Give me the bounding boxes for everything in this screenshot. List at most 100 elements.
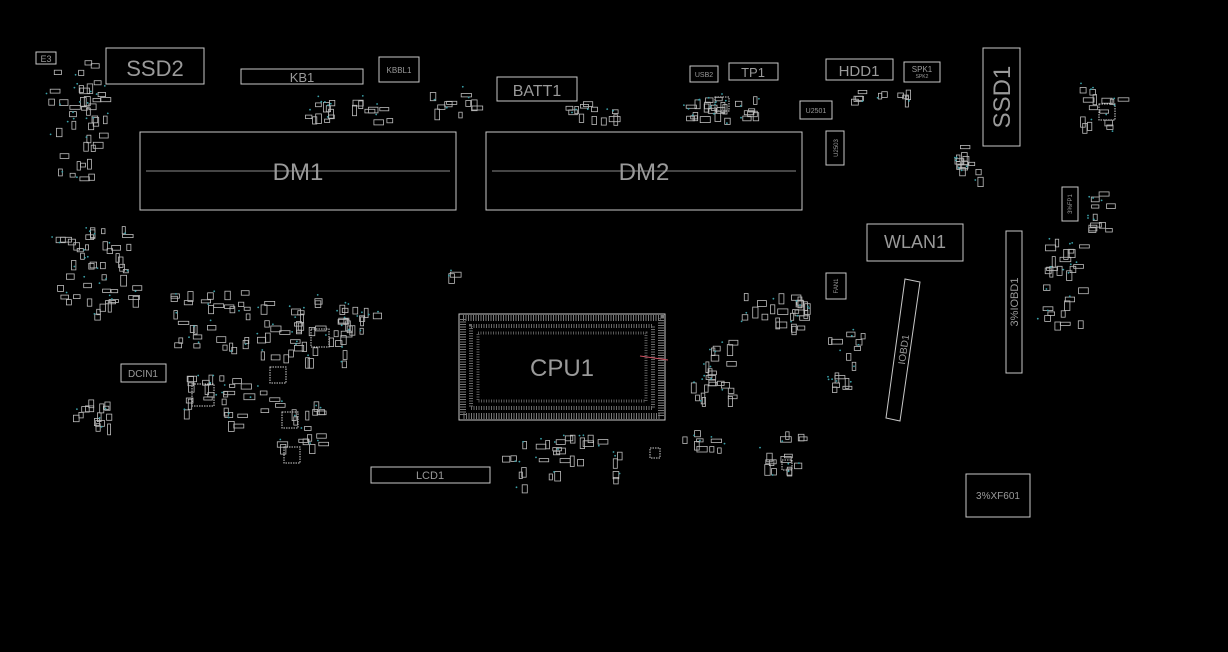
via-dot [212, 374, 215, 377]
smd-footprint [771, 468, 777, 476]
connector-e3[interactable]: E3 [35, 51, 57, 65]
smd-footprint [710, 354, 720, 362]
connector-lcd1[interactable]: LCD1 [370, 466, 491, 484]
smd-footprint [86, 298, 93, 307]
smd-footprint [83, 282, 92, 289]
connector-3-iobd1[interactable]: 3%IOBD1 [1005, 230, 1023, 374]
connector-ssd2[interactable]: SSD2 [105, 47, 205, 85]
smd-footprint [99, 132, 109, 139]
smd-footprint [791, 323, 797, 333]
label-u2503: U2503 [834, 139, 840, 157]
slot-dm1[interactable]: DM1 [139, 131, 457, 211]
via-dot [215, 393, 218, 396]
connector-ssd1[interactable]: SSD1 [982, 47, 1021, 147]
smd-footprint [111, 244, 121, 251]
smd-footprint [577, 458, 584, 467]
connector-batt1[interactable]: BATT1 [496, 76, 578, 102]
label-spk2: SPK2 [916, 74, 929, 80]
via-dot [557, 448, 559, 451]
smd-footprint [189, 325, 196, 333]
smd-footprint [305, 357, 310, 369]
smd-footprint [185, 397, 194, 404]
connector-tp1[interactable]: TP1 [728, 62, 779, 81]
smd-footprint [260, 351, 265, 361]
via-dot [687, 108, 690, 110]
label-kb1: KB1 [290, 70, 315, 85]
smd-footprint [173, 310, 178, 320]
slot-wlan1[interactable]: WLAN1 [866, 223, 964, 262]
ic-u2501[interactable]: U2501 [799, 100, 833, 120]
smd-footprint [96, 308, 101, 316]
via-dot [758, 97, 760, 100]
smd-footprint [522, 441, 527, 450]
slot-dm2[interactable]: DM2 [485, 131, 803, 211]
smd-footprint [228, 420, 235, 432]
via-dot [1080, 82, 1082, 85]
smd-footprint [280, 443, 287, 455]
smd-footprint [741, 314, 749, 321]
via-dot [535, 456, 537, 459]
ic-3-xf601[interactable]: 3%XF601 [965, 473, 1031, 518]
smd-footprint [1106, 124, 1114, 130]
chip-cpu1[interactable]: CPU1 [458, 313, 669, 421]
via-dot [433, 98, 436, 101]
connector-dcin1[interactable]: DCIN1 [120, 363, 167, 383]
via-dot [575, 108, 577, 111]
connector-usb2[interactable]: USB2 [689, 65, 719, 83]
via-dot [325, 334, 327, 336]
smd-footprint [107, 423, 111, 436]
via-dot [514, 460, 517, 462]
smd-footprint [722, 104, 728, 115]
smd-footprint [780, 455, 792, 463]
via-dot [340, 360, 343, 363]
smd-footprint [696, 438, 704, 443]
connector-fan1[interactable]: FAN1 [825, 272, 847, 300]
ic-package [310, 328, 330, 348]
via-dot [1111, 130, 1114, 133]
smd-footprint [316, 433, 327, 439]
smd-footprint [312, 408, 319, 416]
smd-footprint [90, 227, 96, 239]
smd-footprint [359, 315, 366, 322]
connector-kbbl1[interactable]: KBBL1 [378, 56, 420, 83]
smd-footprint [766, 452, 773, 463]
via-dot [367, 313, 370, 316]
smd-footprint [959, 167, 966, 177]
smd-footprint [1101, 97, 1113, 104]
connector-iobd1[interactable]: IOBD1 [885, 278, 921, 422]
smd-footprint [86, 83, 94, 94]
connector-spk1[interactable]: SPK1 SPK2 [903, 61, 941, 83]
smd-footprint [828, 337, 833, 345]
label-batt1: BATT1 [513, 83, 562, 100]
via-dot [213, 290, 216, 293]
connector-kb1[interactable]: KB1 [240, 68, 364, 85]
smd-footprint [1077, 320, 1084, 329]
smd-footprint [351, 104, 357, 117]
via-dot [1049, 266, 1052, 268]
smd-footprint [1044, 315, 1051, 322]
smd-footprint [206, 325, 217, 331]
via-dot [614, 454, 616, 457]
smd-footprint [574, 106, 579, 115]
via-dot [51, 236, 53, 238]
smd-footprint [309, 443, 316, 454]
via-dot [703, 363, 705, 365]
smd-footprint [538, 458, 550, 463]
smd-footprint [1090, 196, 1100, 203]
via-dot [295, 343, 297, 346]
via-dot [1068, 295, 1071, 298]
connector-hdd1[interactable]: HDD1 [825, 58, 894, 81]
smd-footprint [208, 374, 214, 386]
smd-footprint [694, 430, 701, 438]
smd-footprint [794, 309, 805, 317]
via-dot [108, 294, 111, 297]
smd-footprint [502, 455, 511, 463]
via-dot [317, 439, 319, 442]
connector-3-fp1[interactable]: 3%FP1 [1061, 186, 1079, 222]
ic-u2503[interactable]: U2503 [825, 130, 845, 166]
label-dm2: DM2 [619, 159, 670, 186]
via-dot [806, 305, 809, 308]
smd-footprint [229, 306, 236, 314]
via-dot [309, 108, 311, 111]
